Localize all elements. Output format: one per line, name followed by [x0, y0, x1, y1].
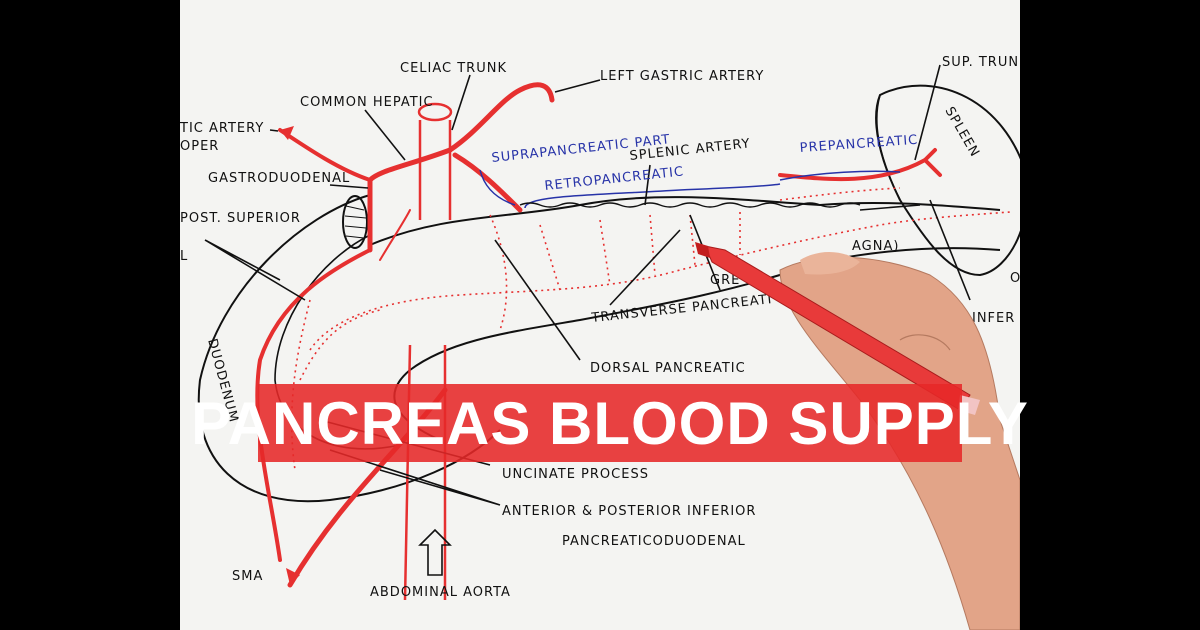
- duodenum-lumen-ribs: [344, 205, 367, 239]
- label-celiac-trunk: CELIAC TRUNK: [400, 61, 507, 76]
- aorta-top: [417, 102, 453, 122]
- label-pancreaticoduodenal: PANCREATICODUODENAL: [562, 534, 746, 549]
- label-gre: GRE: [710, 273, 740, 288]
- splenic-segments: [479, 169, 901, 209]
- label-hepatic-artery-1: TIC ARTERY: [180, 121, 264, 136]
- hepatic-arrow-tip: [280, 126, 294, 140]
- label-sma: SMA: [232, 569, 263, 584]
- label-hepatic-artery-2: OPER: [180, 139, 219, 154]
- label-sup-trunk: SUP. TRUN: [942, 55, 1019, 70]
- duodenum-lumen: [342, 195, 368, 249]
- pancreas-outline: [369, 196, 1001, 441]
- aorta-hollow-arrow: [418, 528, 452, 576]
- label-post-superior-1: POST. SUPERIOR: [180, 211, 301, 226]
- page-title: PANCREAS BLOOD SUPPLY: [191, 389, 1029, 457]
- label-retropancreatic: RETROPANCREATIC: [544, 164, 685, 194]
- label-dorsal-pancreatic: DORSAL PANCREATIC: [590, 361, 746, 376]
- red-marker-icon: [695, 242, 980, 415]
- label-common-hepatic: COMMON HEPATIC: [300, 95, 434, 110]
- label-ant-post-inferior: ANTERIOR & POSTERIOR INFERIOR: [502, 504, 756, 519]
- splenic-artery-line: [519, 202, 861, 208]
- aorta-tube: [403, 120, 452, 601]
- spleen-lobe: [876, 94, 901, 201]
- label-spleen: SPLEEN: [942, 105, 983, 161]
- duodenum-outline: [197, 194, 501, 503]
- label-left-gastric: LEFT GASTRIC ARTERY: [600, 69, 764, 84]
- label-o: O: [1010, 271, 1020, 286]
- label-infer: INFER: [972, 311, 1015, 326]
- label-magna: AGNA): [852, 239, 899, 254]
- label-prepancreatic: PREPANCREATIC: [799, 133, 919, 156]
- title-banner: PANCREAS BLOOD SUPPLY: [191, 384, 1028, 462]
- whiteboard-paper: CELIAC TRUNK LEFT GASTRIC ARTERY COMMON …: [180, 0, 1020, 630]
- label-uncinate: UNCINATE PROCESS: [502, 467, 649, 482]
- label-post-superior-2: L: [180, 249, 188, 264]
- label-gastroduodenal: GASTRODUODENAL: [208, 171, 350, 186]
- dotted-arcades: [290, 187, 1011, 471]
- pancreas-diagram: CELIAC TRUNK LEFT GASTRIC ARTERY COMMON …: [180, 55, 1020, 630]
- label-abdominal-aorta: ABDOMINAL AORTA: [370, 585, 511, 600]
- sma-arrow-tip: [286, 568, 300, 585]
